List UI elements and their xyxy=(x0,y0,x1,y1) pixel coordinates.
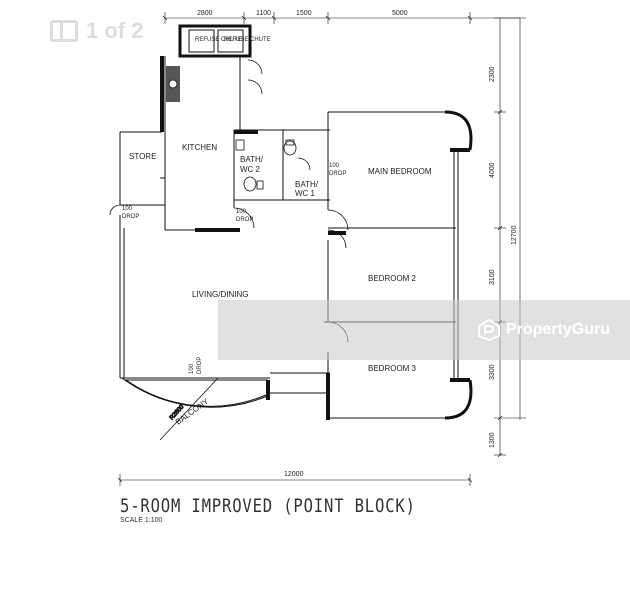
gallery-counter[interactable]: 1 of 2 xyxy=(50,18,143,44)
main-bedroom-label: MAIN BEDROOM xyxy=(368,167,432,176)
refuse-chute-label-2: REFUSE CHUTE xyxy=(224,37,271,43)
refuse-chute-label-1: REFUSE CHUTE xyxy=(195,37,242,43)
dim-right-3: 3100 xyxy=(489,269,496,285)
svg-text:DROP: DROP xyxy=(197,357,203,374)
refuse-chute: REFUSE CHUTE REFUSE CHUTE xyxy=(178,24,271,58)
gallery-icon xyxy=(50,20,78,42)
bedroom2-label: BEDROOM 2 xyxy=(368,274,417,283)
bath2-label-2: WC 2 xyxy=(240,165,261,174)
svg-text:100: 100 xyxy=(189,363,195,374)
svg-text:DROP: DROP xyxy=(122,214,139,220)
bottom-dimension xyxy=(117,474,473,486)
dim-top-4: 5000 xyxy=(392,10,408,17)
plan-title: 5-ROOM IMPROVED (POINT BLOCK) xyxy=(120,495,416,517)
right-dimensions xyxy=(494,17,526,458)
dim-top-1: 2800 xyxy=(197,10,213,17)
dim-right-1: 2300 xyxy=(489,66,496,82)
dim-overall-width: 12000 xyxy=(284,471,304,478)
watermark-brand: PropertyGuru xyxy=(505,321,610,338)
walls xyxy=(119,56,473,420)
bath1-label-1: BATH/ xyxy=(295,180,319,189)
dim-overall-height: 12700 xyxy=(511,225,518,245)
living-dining-label: LIVING/DINING xyxy=(192,290,248,299)
dim-top-3: 1500 xyxy=(296,10,312,17)
svg-text:DROP: DROP xyxy=(236,217,253,223)
dim-top-2: 1100 xyxy=(256,10,271,17)
svg-text:DROP: DROP xyxy=(329,171,346,177)
svg-text:100: 100 xyxy=(329,163,340,169)
propertyguru-logo-icon xyxy=(477,319,500,341)
svg-text:100: 100 xyxy=(236,209,247,215)
svg-text:100: 100 xyxy=(122,206,133,212)
propertyguru-watermark: PropertyGuru xyxy=(218,300,630,360)
plan-scale: SCALE 1:100 xyxy=(120,517,163,524)
dim-right-2: 4000 xyxy=(489,162,496,178)
store-label: STORE xyxy=(129,152,156,161)
drop-notes: 100 DROP 100 DROP 100 DROP 100 DROP xyxy=(122,163,346,374)
fixtures xyxy=(166,66,297,192)
dim-right-5: 1300 xyxy=(489,432,496,448)
bath1-label-2: WC 1 xyxy=(295,189,316,198)
kitchen-label: KITCHEN xyxy=(182,143,217,152)
bedroom3-label: BEDROOM 3 xyxy=(368,364,417,373)
top-dimensions xyxy=(162,12,520,24)
dim-right-4: 3300 xyxy=(489,364,496,380)
bath2-label-1: BATH/ xyxy=(240,155,264,164)
gallery-counter-text: 1 of 2 xyxy=(86,18,144,43)
